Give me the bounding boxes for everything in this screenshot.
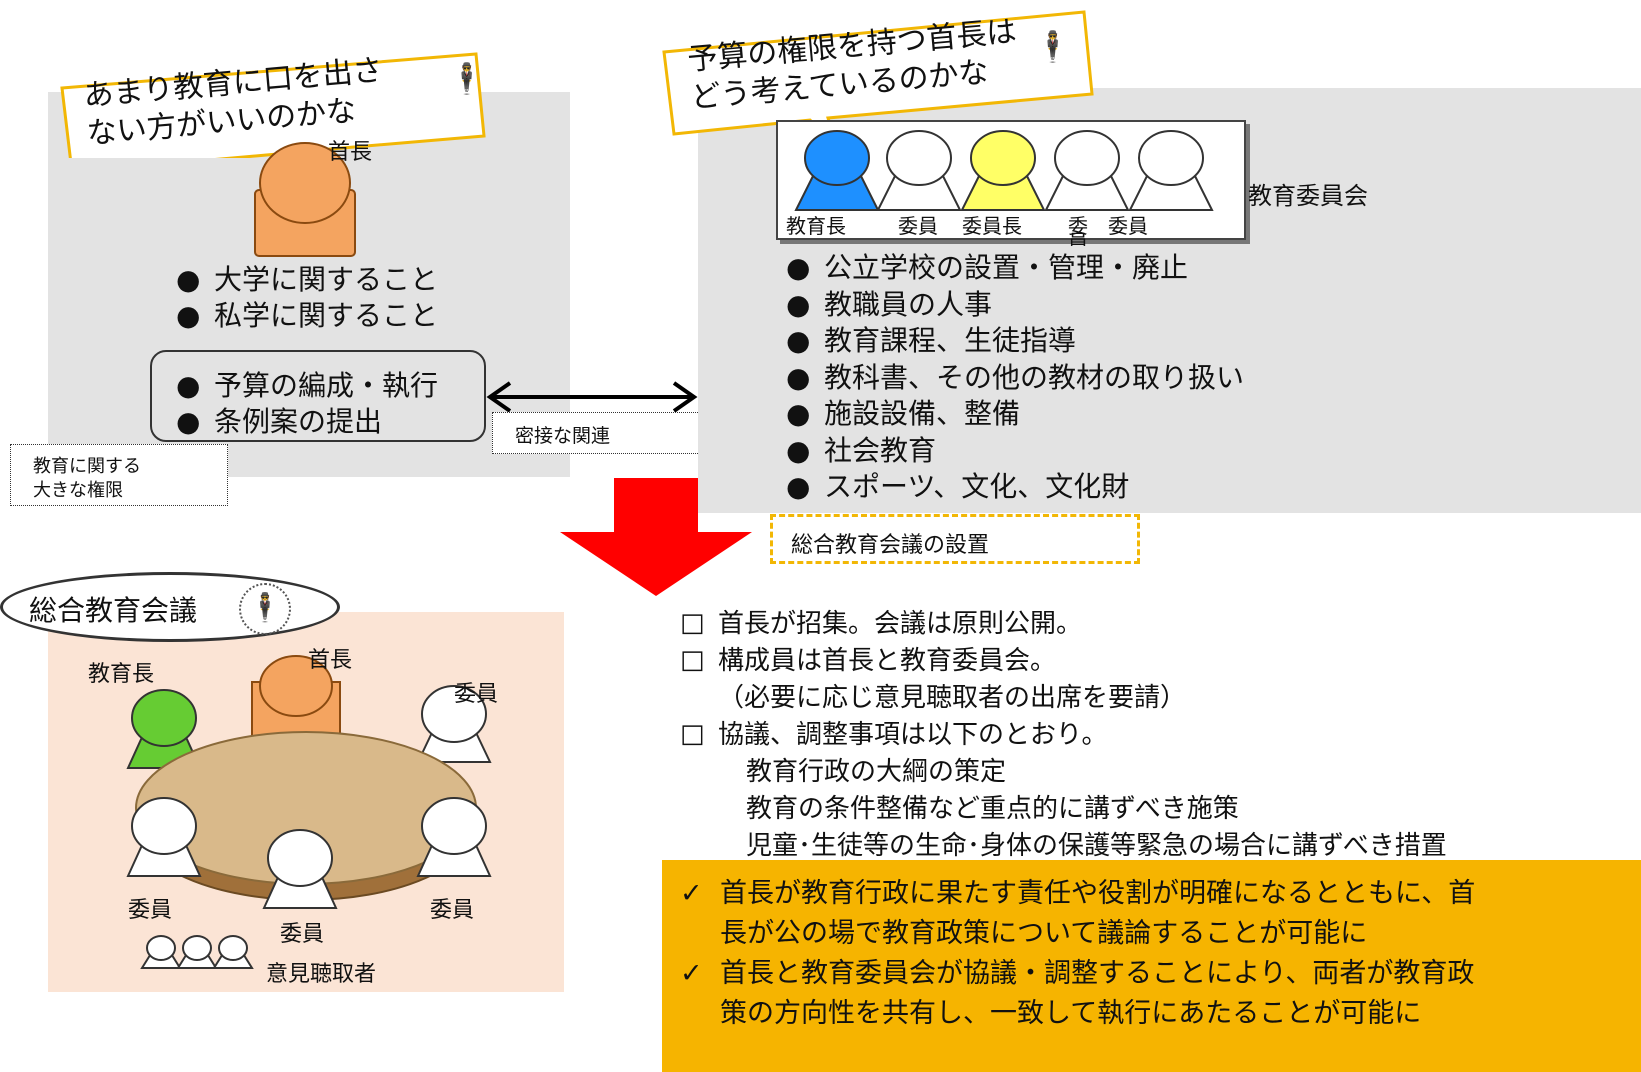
callout-shape [60,52,486,158]
outcome-line: 長が公の場で教育政策について議論することが可能に [720,918,1368,949]
person-gesture-icon: 🕴 [448,62,486,97]
member-seat-icon [126,797,202,877]
outcome-line: 策の方向性を共有し、一致して執行にあたることが可能に [720,998,1422,1029]
outcome-line: 首長と教育委員会が協議・調整することにより、両者が教育政 [720,958,1475,989]
council-title-oval: 総合教育会議 🕴 [0,572,340,642]
board-member-label-fragment: 員 [1068,232,1088,246]
board-duty-item: 社会教育 [786,433,1244,470]
budget-item: 条例案の提出 [176,404,438,440]
check-icon: ✓ [680,958,703,989]
mayor-power-item: 大学に関すること [176,262,438,298]
council-label-member: 委員 [430,898,475,923]
double-arrow-icon [486,381,698,413]
board-duty-item: 教職員の人事 [786,287,1244,324]
board-speech-callout: 予算の権限を持つ首長は どう考えているのかな 🕴 [660,8,1100,138]
member-seat-icon [416,685,492,763]
council-title: 総合教育会議 [29,594,198,627]
description-item: 首長が招集。会議は原則公開。 [680,605,1447,643]
description-item: 構成員は首長と教育委員会。 [680,642,1447,680]
budget-item: 予算の編成・執行 [176,368,438,404]
board-member-label: 委員長 [962,214,1022,238]
council-description: 首長が招集。会議は原則公開。 構成員は首長と教育委員会。 （必要に応じ意見聴取者… [680,605,1447,865]
council-label-member: 委員 [280,922,325,947]
establish-label: 総合教育会議の設置 [791,533,990,558]
board-duty-item: 教育課程、生徒指導 [786,323,1244,360]
note-line-2: 大きな権限 [33,480,123,501]
big-power-note: 教育に関する 大きな権限 [10,444,228,506]
mayor-powers-list: 大学に関すること 私学に関すること [176,262,438,334]
board-duty-item: 公立学校の設置・管理・廃止 [786,250,1244,287]
person-gesture-icon: 🕴 [1034,30,1072,65]
budget-box: 予算の編成・執行 条例案の提出 [150,350,486,442]
check-icon: ✓ [680,878,703,909]
board-duty-item: 教科書、その他の教材の取り扱い [786,360,1244,397]
council-label-member: 委員 [454,682,499,707]
round-table-icon [135,731,477,901]
member-figure-icon [876,130,962,211]
council-diagram [126,655,492,969]
outcomes-banner: ✓ 首長が教育行政に果たす責任や役割が明確になるとともに、首 長が公の場で教育政… [662,860,1641,1072]
member-figure-icon [1044,130,1130,211]
mayor-figure-icon [254,142,356,257]
hearers-icon [140,935,254,969]
chair-figure-icon [960,130,1046,211]
board-member-label: 委員 [1108,214,1148,238]
down-arrow-icon [560,478,752,596]
member-seat-icon [262,829,338,909]
council-label-hearers: 意見聴取者 [266,962,377,987]
outcome-line: 首長が教育行政に果たす責任や役割が明確になるとともに、首 [720,878,1476,909]
member-seat-icon [416,797,492,877]
description-sub-item: 教育の条件整備など重点的に講ずべき施策 [746,794,1239,824]
description-item: 協議、調整事項は以下のとおり。 [680,716,1447,754]
board-duty-item: スポーツ、文化、文化財 [786,469,1244,506]
mayor-speech-callout: あまり教育に口を出さ ない方がいいのかな 🕴 [56,48,486,158]
establish-council-box: 総合教育会議の設置 [770,514,1140,564]
board-duty-item: 施設設備、整備 [786,396,1244,433]
connection-label: 密接な関連 [515,425,611,447]
connection-label-box: 密接な関連 [492,412,710,454]
board-member-label: 教育長 [786,214,846,238]
board-title: 教育委員会 [1248,182,1368,210]
board-member-label: 委 [1068,214,1088,238]
description-sub-item: 児童･生徒等の生命･身体の保護等緊急の場合に講ずべき措置 [746,831,1447,861]
member-figure-icon [1128,130,1214,211]
board-duties-list: 公立学校の設置・管理・廃止 教職員の人事 教育課程、生徒指導 教科書、その他の教… [786,250,1244,506]
council-label-superintendent: 教育長 [88,662,155,687]
council-label-member: 委員 [128,898,173,923]
board-members-box: 教育長 委員 委員長 委 委員 [776,120,1246,240]
note-line-1: 教育に関する [33,456,141,477]
board-member-label: 委員 [898,214,938,238]
council-label-mayor: 首長 [308,648,353,673]
speaker-burst-icon: 🕴 [239,583,291,635]
description-note: （必要に応じ意見聴取者の出席を要請） [718,683,1187,713]
board-member-figures [794,130,1214,211]
mayor-power-item: 私学に関すること [176,298,438,334]
mayor-label: 首長 [328,140,373,165]
description-sub-item: 教育行政の大綱の策定 [746,757,1007,787]
superintendent-figure-icon [794,130,880,211]
